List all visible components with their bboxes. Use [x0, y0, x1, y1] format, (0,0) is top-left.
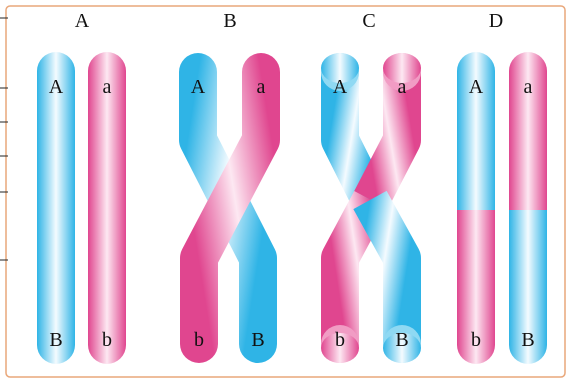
panel-c-left-top-allele: A: [333, 76, 348, 98]
panel-b-right-top-allele: a: [257, 76, 266, 98]
panel-a-title: A: [75, 10, 90, 32]
panel-d-right-top-allele: a: [524, 76, 533, 98]
panel-a-pink-chromosome: [88, 52, 126, 364]
panel-c-left-bottom-allele: b: [335, 329, 345, 351]
panel-d-left-bottom-allele: b: [471, 329, 481, 351]
panel-d-title: D: [489, 10, 503, 32]
panel-a-left-top-allele: A: [49, 76, 64, 98]
panel-b-right-bottom-allele: B: [251, 329, 264, 351]
panel-c-right-bottom-allele: B: [395, 329, 408, 351]
panel-b-left-top-allele: A: [191, 76, 206, 98]
panel-d-left-top-allele: A: [469, 76, 484, 98]
panel-c-right-top-allele: a: [398, 76, 407, 98]
panel-a-left-bottom-allele: B: [49, 329, 62, 351]
panel-a-blue-chromosome: [37, 52, 75, 364]
panel-a-right-bottom-allele: b: [102, 329, 112, 351]
panel-a-right-top-allele: a: [103, 76, 112, 98]
panel-c-title: C: [362, 10, 375, 32]
panel-b-title: B: [223, 10, 236, 32]
panel-d-right-bottom-allele: B: [521, 329, 534, 351]
panel-b-left-bottom-allele: b: [194, 329, 204, 351]
